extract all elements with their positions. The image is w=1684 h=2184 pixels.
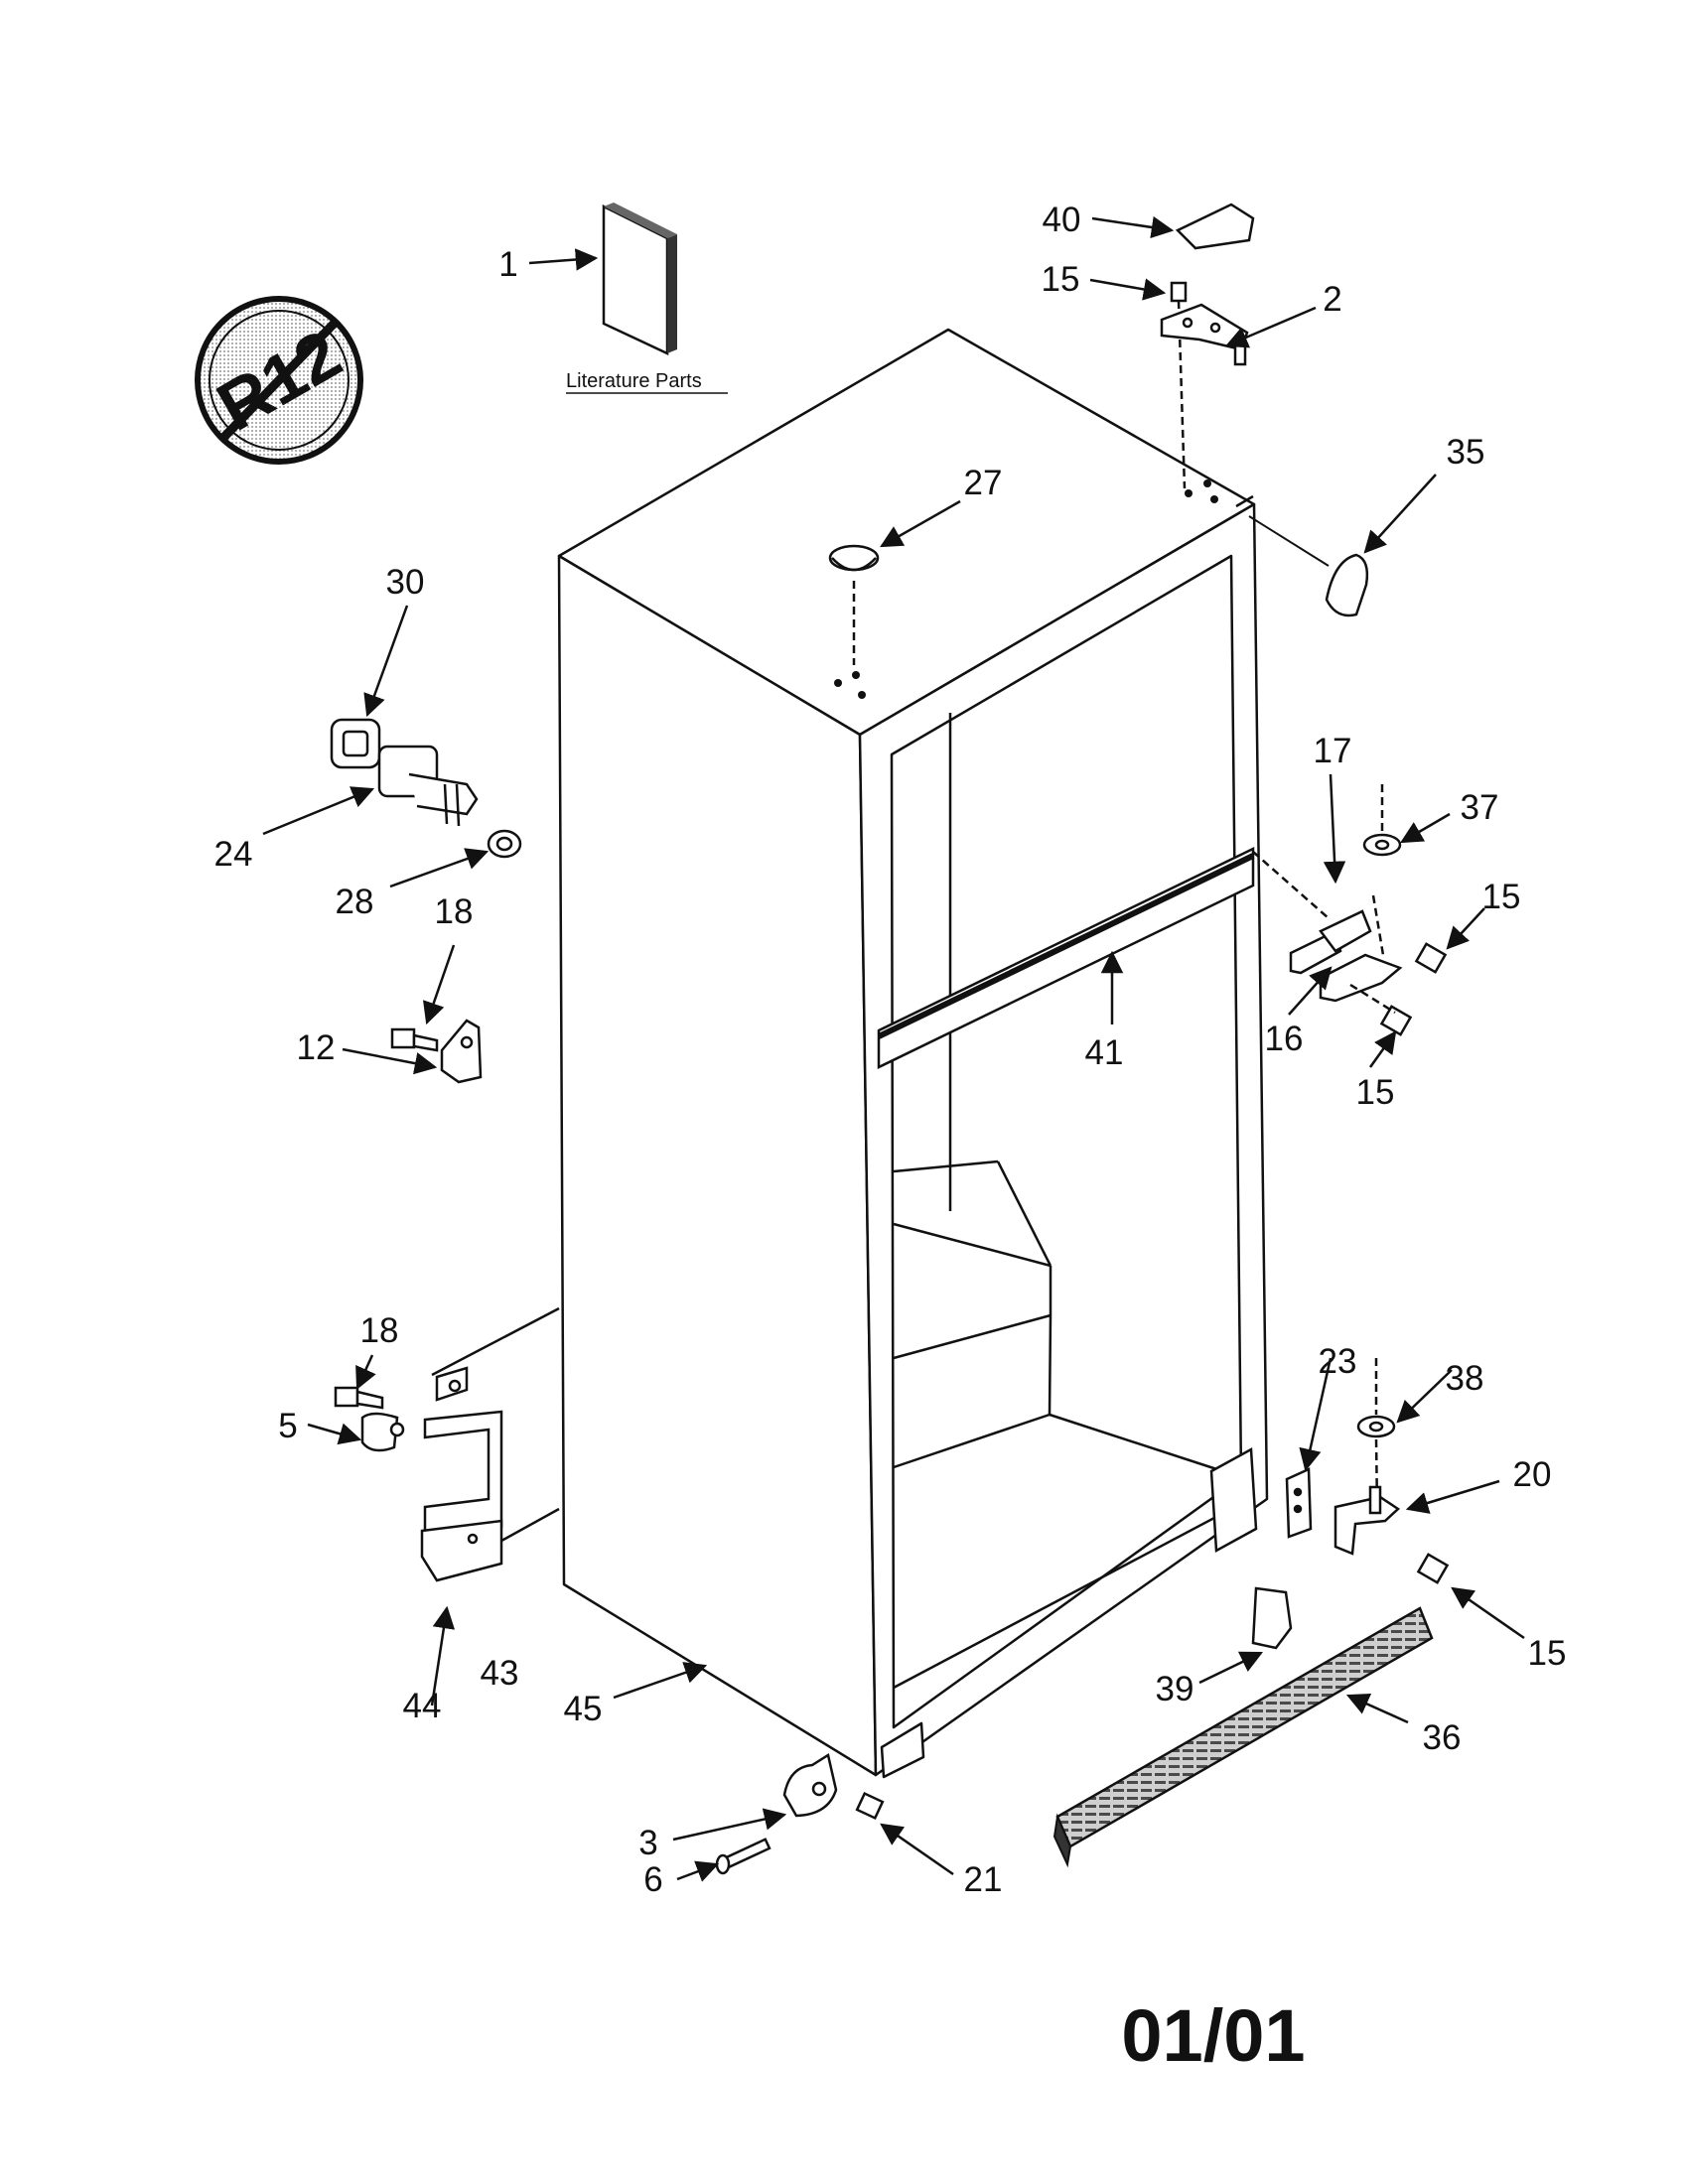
lower-left-parts	[334, 1306, 560, 1582]
plug-part	[828, 544, 880, 665]
callout-18-upper: 18	[435, 892, 474, 931]
callout-36: 36	[1423, 1718, 1462, 1757]
callout-15-right-lower: 15	[1528, 1634, 1567, 1673]
callout-27: 27	[964, 464, 1003, 502]
page-code: 01/01	[1121, 1994, 1305, 2077]
callout-18-lower: 18	[360, 1311, 399, 1350]
callout-6: 6	[643, 1860, 662, 1899]
lower-right-parts	[1209, 1358, 1450, 1650]
top-holes	[834, 479, 1218, 699]
callout-24: 24	[214, 835, 253, 874]
screw-bracket-parts	[390, 1019, 483, 1084]
callout-15-right-upper: 15	[1482, 878, 1521, 916]
callout-37: 37	[1461, 788, 1499, 827]
literature-parts-label: Literature Parts	[566, 370, 702, 392]
callout-15-top: 15	[1042, 260, 1080, 299]
refrigerator-cabinet	[557, 328, 1269, 1779]
callout-41: 41	[1085, 1033, 1124, 1072]
callout-1: 1	[498, 245, 517, 284]
toe-grille-part	[1052, 1606, 1434, 1868]
callout-45: 45	[564, 1690, 603, 1728]
callout-21: 21	[964, 1860, 1003, 1899]
leader-arrows	[262, 215, 1525, 1882]
callout-44: 44	[403, 1687, 442, 1725]
bottom-hinge-parts	[715, 1753, 885, 1875]
no-r12-symbol: R12	[195, 296, 363, 465]
callout-15-right-middle: 15	[1356, 1073, 1395, 1112]
tube-grommet-parts	[330, 718, 522, 859]
hinge-pin-cap-part	[1325, 553, 1369, 617]
callout-40: 40	[1043, 201, 1081, 239]
callout-12: 12	[297, 1028, 336, 1067]
callout-39: 39	[1156, 1670, 1194, 1708]
center-hinge-parts	[1252, 784, 1448, 1036]
callout-5: 5	[278, 1407, 297, 1445]
callout-35: 35	[1447, 433, 1485, 472]
callout-3: 3	[638, 1824, 657, 1862]
callout-17: 17	[1314, 732, 1352, 770]
literature-parts-icon	[602, 203, 677, 355]
callout-16: 16	[1265, 1020, 1304, 1058]
callout-43: 43	[481, 1654, 519, 1693]
callout-28: 28	[336, 883, 374, 921]
callout-38: 38	[1446, 1359, 1484, 1398]
callout-30: 30	[386, 563, 425, 602]
callout-2: 2	[1323, 280, 1341, 319]
callout-23: 23	[1319, 1342, 1357, 1381]
hinge-cover-part	[1175, 203, 1255, 250]
callout-20: 20	[1513, 1455, 1552, 1494]
callout-labels: 1 40 15 2 35 27 30 24 28 18 12 17 37 15 …	[214, 201, 1567, 1899]
